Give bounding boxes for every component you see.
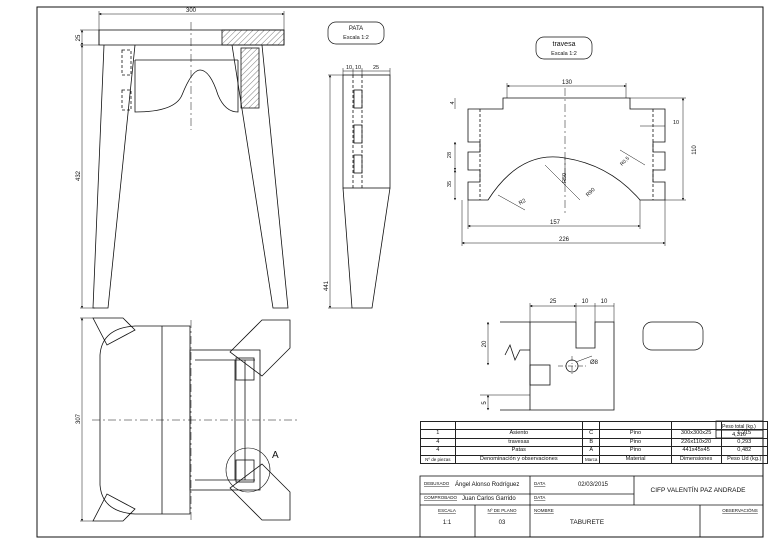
school-name: CIFP VALENTÍN PAZ ANDRADE bbox=[651, 485, 747, 494]
drawing-no: 03 bbox=[499, 520, 506, 526]
dim-travesa-top: 130 bbox=[562, 80, 573, 86]
obs-label: OBSERVACIÓNS bbox=[722, 507, 758, 513]
scale-value: 1:1 bbox=[443, 520, 452, 526]
dim-plan-depth: 307 bbox=[76, 413, 82, 424]
detail-dimensions bbox=[480, 303, 615, 411]
dim-detail-h20: 20 bbox=[482, 340, 488, 347]
table-row: 4 Patas A Pino 441x45x45 0,482 bbox=[420, 446, 768, 456]
dim-pata-length: 441 bbox=[324, 280, 330, 291]
dim-travesa-r90: R90 bbox=[585, 187, 596, 198]
row1-name: Asiento bbox=[454, 429, 583, 439]
dim-detail-h5: 5 bbox=[482, 401, 488, 405]
checked-name: Juan Carlos Garrido bbox=[462, 496, 516, 502]
dim-travesa-left-c: 35 bbox=[447, 181, 453, 187]
date-label: DATA bbox=[534, 481, 545, 486]
travesa-scale: Escala 1:2 bbox=[551, 51, 577, 57]
header-weight: Peso Ud (kg.) bbox=[720, 454, 768, 465]
row1-material: Pino bbox=[599, 429, 672, 439]
front-dimensions bbox=[80, 11, 285, 309]
row3-dims: 441x45x45 bbox=[670, 446, 722, 456]
row2-qty: 4 bbox=[420, 437, 456, 448]
table-row: 1 Asiento C Pino 300x300x25 1,215 bbox=[420, 429, 768, 439]
scale-label: ESCALA bbox=[438, 508, 456, 513]
dim-front-width: 300 bbox=[186, 8, 197, 14]
row1-weight: 1,215 bbox=[720, 429, 768, 439]
row3-name: Patas bbox=[454, 446, 583, 456]
row3-material: Pino bbox=[599, 446, 672, 456]
name-value: TABURETE bbox=[570, 519, 605, 526]
drawn-name: Ángel Alonso Rodríguez bbox=[455, 481, 519, 488]
row3-mark: A bbox=[581, 446, 601, 456]
row1-qty: 1 bbox=[420, 429, 456, 439]
dim-pata-d2: 10 bbox=[355, 65, 361, 71]
dim-travesa-r-small1: R0,5 bbox=[619, 156, 631, 168]
header-name: Denominación y observaciones bbox=[454, 454, 583, 465]
checked-label: COMPROBADO bbox=[424, 495, 458, 500]
plan-dimensions bbox=[80, 317, 93, 522]
sheet-border bbox=[36, 6, 764, 538]
row1-mark: C bbox=[581, 429, 601, 439]
plan-view bbox=[92, 317, 300, 522]
drawn-label: DEBUXADO bbox=[424, 481, 450, 486]
dim-travesa-bottom-total: 226 bbox=[559, 237, 570, 243]
travesa-view bbox=[467, 88, 666, 215]
header-dims: Dimensiones bbox=[670, 454, 722, 465]
dim-travesa-step: 10 bbox=[673, 120, 679, 126]
dim-travesa-r-small2: R2 bbox=[518, 198, 527, 207]
detail-label-box bbox=[642, 321, 704, 351]
row3-qty: 4 bbox=[420, 446, 456, 456]
parts-table: 1 Asiento C Pino 300x300x25 1,215 4 trav… bbox=[420, 421, 768, 465]
pata-dimensions bbox=[328, 68, 391, 309]
pata-scale: Escala 1:2 bbox=[343, 35, 369, 41]
header-material: Material bbox=[599, 454, 672, 465]
pata-title: PATA bbox=[349, 26, 363, 32]
dim-pata-d3: 25 bbox=[373, 65, 379, 71]
row2-mark: B bbox=[581, 437, 601, 448]
table-row: 4 travesas B Pino 226x110x20 0,293 bbox=[420, 437, 768, 448]
travesa-dimensions bbox=[453, 83, 686, 246]
dim-detail-w25: 25 bbox=[550, 299, 557, 305]
travesa-label-box bbox=[535, 36, 593, 60]
travesa-title: travesa bbox=[553, 41, 576, 48]
date-value: 02/03/2015 bbox=[578, 482, 609, 488]
dim-front-height: 432 bbox=[76, 170, 82, 181]
pata-label-box bbox=[327, 21, 385, 45]
name-label: NOMBRE bbox=[534, 508, 554, 513]
drawing-no-label: Nº DE PLANO bbox=[488, 508, 517, 513]
dim-pata-d1: 10 bbox=[346, 65, 352, 71]
header-mark: Marca bbox=[581, 454, 601, 465]
dim-front-top: 25 bbox=[76, 34, 82, 41]
dim-detail-w10a: 10 bbox=[582, 299, 589, 305]
row2-name: travesas bbox=[454, 437, 583, 448]
dim-travesa-bottom-inner: 157 bbox=[550, 220, 561, 226]
row1-dims: 300x300x25 bbox=[670, 429, 722, 439]
row2-dims: 226x110x20 bbox=[670, 437, 722, 448]
row2-material: Pino bbox=[599, 437, 672, 448]
pata-view bbox=[342, 74, 391, 309]
dim-detail-hole: Ø8 bbox=[590, 360, 599, 366]
table-header-row: Nº de piezas Denominación y observacione… bbox=[420, 454, 768, 465]
dim-travesa-r50: R50 bbox=[562, 173, 568, 183]
detail-marker-a: A bbox=[272, 450, 279, 461]
dim-travesa-left-b: 28 bbox=[447, 152, 453, 158]
title-block bbox=[419, 475, 764, 538]
dim-detail-w10b: 10 bbox=[601, 299, 608, 305]
dim-travesa-height: 110 bbox=[692, 145, 698, 155]
dim-travesa-left-a: 4 bbox=[450, 101, 456, 104]
detail-view bbox=[500, 321, 615, 411]
row2-weight: 0,293 bbox=[720, 437, 768, 448]
header-qty: Nº de piezas bbox=[420, 454, 456, 465]
weight-header: Peso total (kg.) bbox=[722, 424, 756, 430]
row3-weight: 0,482 bbox=[720, 446, 768, 456]
date2-label: DATA bbox=[534, 495, 545, 500]
front-view bbox=[92, 22, 289, 309]
